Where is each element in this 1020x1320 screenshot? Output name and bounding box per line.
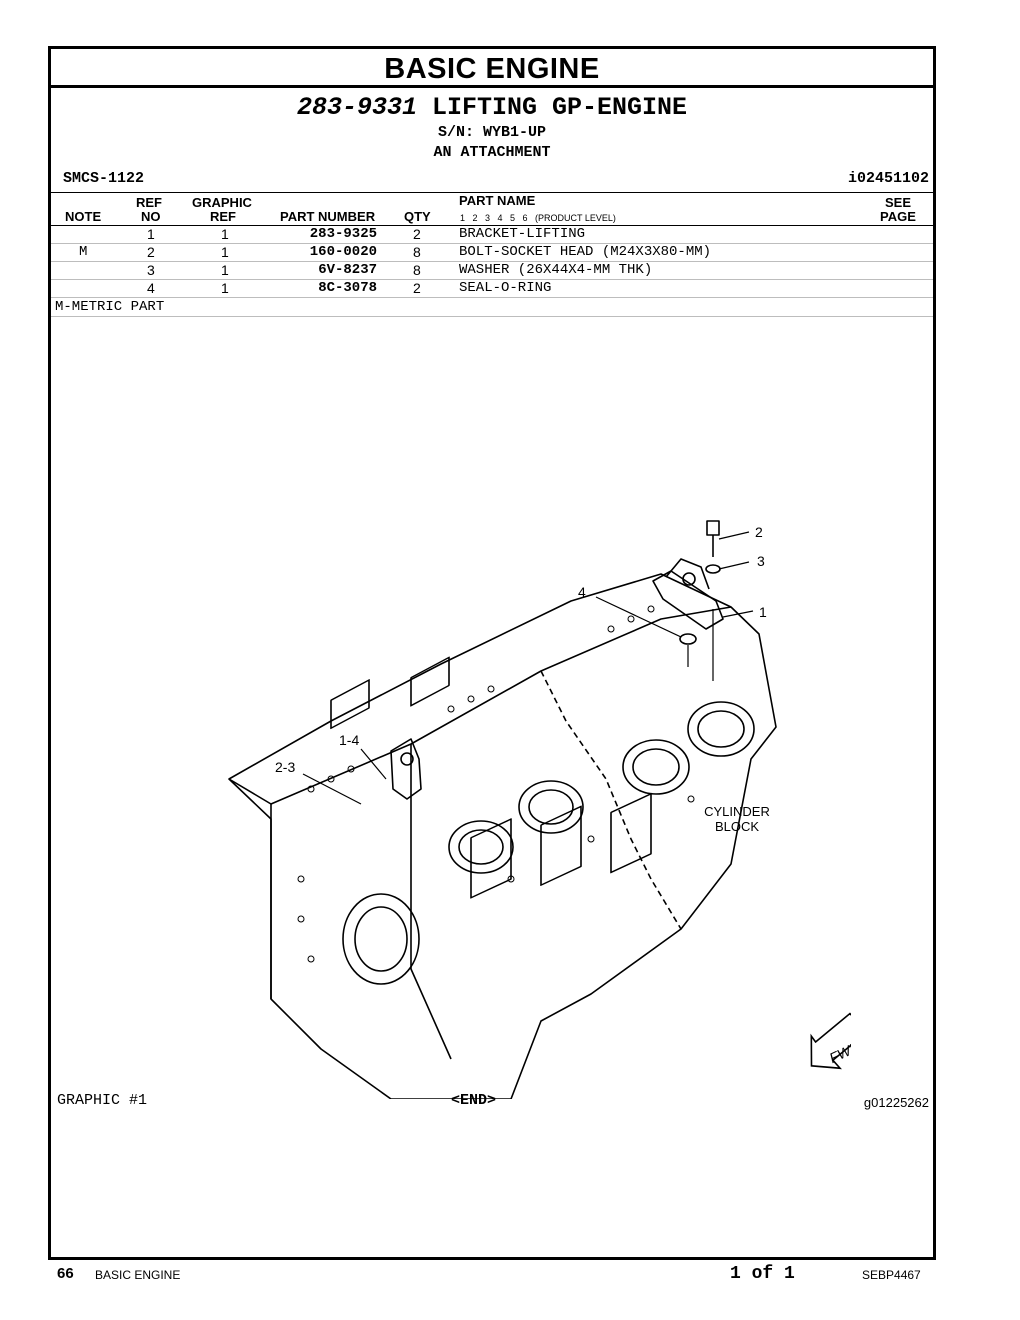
row-divider (51, 261, 933, 262)
col-graphic-header: GRAPHIC (192, 195, 252, 210)
group-name: LIFTING GP-ENGINE (432, 93, 688, 122)
callout-1: 1 (759, 604, 767, 620)
engine-illustration: 2 3 1 4 1-4 2-3 CYLINDER BLOCK FWD (228, 520, 851, 1099)
qty: 8 (413, 244, 421, 260)
part-number: 6V-8237 (318, 262, 377, 278)
footer-section: BASIC ENGINE (95, 1268, 181, 1282)
cylinder-label: CYLINDER (704, 804, 770, 819)
graphic-ref: 1 (221, 280, 229, 296)
part-name: BOLT-SOCKET HEAD (M24X3X80-MM) (459, 244, 712, 260)
section-title: BASIC ENGINE (51, 49, 933, 88)
row-divider (51, 297, 933, 298)
ref-no: 2 (147, 244, 155, 260)
graphic-ref: 1 (221, 244, 229, 260)
callout-3: 3 (757, 553, 765, 569)
product-level-header: 1 2 3 4 5 6 (PRODUCT LEVEL) (460, 213, 616, 223)
col-ref-header: REF (136, 195, 162, 210)
callout-1-4: 1-4 (339, 732, 359, 748)
col-see-header: SEE (885, 195, 912, 210)
graphic-id: g01225262 (863, 1095, 929, 1110)
graphic-label: GRAPHIC #1 (57, 1092, 148, 1109)
col-graphic-ref-header: REF (210, 209, 236, 224)
smcs-code: SMCS-1122 (63, 170, 145, 187)
footer-page-of: 1 of 1 (730, 1264, 795, 1284)
callout-2-3: 2-3 (275, 759, 295, 775)
graphic-ref: 1 (221, 262, 229, 278)
group-type: AN ATTACHMENT (433, 144, 551, 161)
header-bottom-rule (51, 225, 933, 226)
ref-no: 4 (147, 280, 155, 296)
footer-page-number: 66 (57, 1265, 74, 1282)
block-label: BLOCK (715, 819, 759, 834)
group-title: 283-9331 LIFTING GP-ENGINE (51, 93, 933, 122)
row-divider (51, 243, 933, 244)
metric-footnote: M-METRIC PART (55, 299, 165, 315)
illustration-id: i02451102 (847, 170, 929, 187)
part-number: 283-9325 (309, 226, 377, 242)
part-number: 8C-3078 (318, 280, 377, 296)
col-no-header: NO (141, 209, 161, 224)
group-part-number: 283-9331 (296, 93, 417, 122)
note: M (79, 244, 88, 260)
col-note-header: NOTE (65, 209, 102, 224)
footer-doc-id: SEBP4467 (862, 1268, 921, 1282)
graphic-ref: 1 (221, 226, 229, 242)
part-number: 160-0020 (309, 244, 377, 260)
fwd-label: FWD (827, 1038, 851, 1066)
page-frame: BASIC ENGINE 283-9331 LIFTING GP-ENGINE … (48, 46, 936, 1260)
part-name: BRACKET-LIFTING (459, 226, 586, 242)
header-top-rule (51, 192, 933, 193)
part-name: SEAL-O-RING (459, 280, 552, 296)
callout-2: 2 (755, 524, 763, 540)
qty: 2 (413, 226, 421, 242)
ref-no: 1 (147, 226, 155, 242)
qty: 8 (413, 262, 421, 278)
serial-number: S/N: WYB1-UP (437, 124, 547, 141)
qty: 2 (413, 280, 421, 296)
callout-4: 4 (578, 584, 586, 600)
ref-no: 3 (147, 262, 155, 278)
part-name: WASHER (26X44X4-MM THK) (459, 262, 653, 278)
end-marker: <END> (451, 1092, 497, 1109)
col-page-header: PAGE (880, 209, 916, 224)
footnote-divider (51, 316, 933, 317)
fwd-arrow-icon: FWD (810, 1012, 851, 1070)
col-qty-header: QTY (404, 209, 431, 224)
row-divider (51, 279, 933, 280)
col-part-name-header: PART NAME (459, 193, 536, 208)
col-part-number-header: PART NUMBER (280, 209, 376, 224)
